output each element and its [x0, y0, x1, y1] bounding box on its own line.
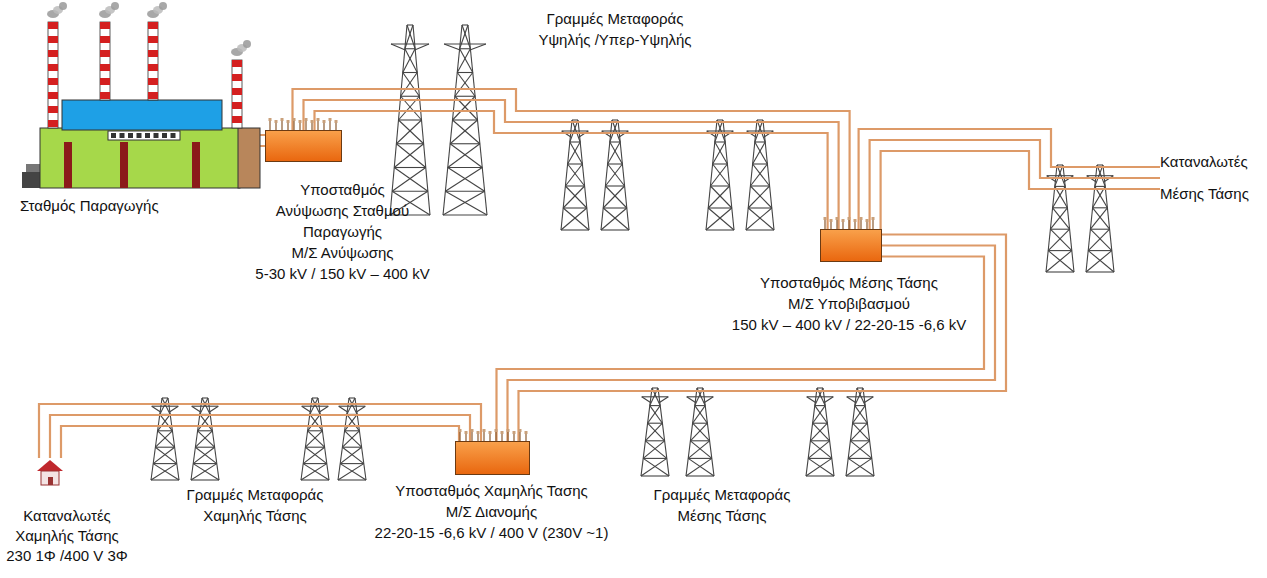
pylon	[846, 388, 874, 476]
window	[154, 133, 159, 138]
window	[128, 133, 133, 138]
pylon	[686, 388, 714, 476]
plant-base	[40, 128, 240, 188]
node-label: Καταναλωτές Μέσης Τάσης	[1160, 146, 1260, 210]
consumer-house: Καταναλωτές Χαμηλής Τάσης230 1Φ /400 V 3…	[36, 458, 64, 486]
chimney	[148, 22, 158, 100]
substation-label: Υποσταθμός Ανύψωσης Σταθμού Παραγωγής	[268, 179, 418, 242]
window	[120, 133, 125, 138]
node-label: 230 1Φ /400 V 3Φ	[6, 546, 128, 566]
pylon	[706, 120, 734, 230]
window	[171, 133, 176, 138]
annex	[238, 128, 260, 188]
insulators	[820, 213, 882, 229]
substation-label: Υποσταθμός Μέσης Τάσης	[732, 272, 966, 293]
caption: Υποσταθμός Ανύψωσης Σταθμού ΠαραγωγήςΜ/Σ…	[255, 179, 429, 284]
pylon	[561, 120, 589, 230]
pylon	[601, 120, 629, 230]
pylon	[806, 388, 834, 476]
insulators	[265, 114, 342, 130]
substation: Υποσταθμός Μέσης ΤάσηςΜ/Σ Υποβιβασμού150…	[820, 229, 882, 262]
power-plant-drawing	[20, 12, 260, 190]
substation-label: Μ/Σ Υποβιβασμού	[732, 293, 966, 314]
pylon	[151, 398, 179, 480]
substation-label: Μ/Σ Διανομής	[375, 501, 609, 522]
power-line	[39, 404, 481, 458]
smoke	[59, 2, 67, 10]
power-plant: Σταθμός Παραγωγής	[20, 12, 260, 190]
window	[145, 133, 150, 138]
chimney	[48, 22, 58, 128]
pylon	[301, 398, 329, 480]
caption: Υποσταθμός Μέσης ΤάσηςΜ/Σ Υποβιβασμού150…	[732, 272, 966, 335]
node-label: Σταθμός Παραγωγής	[20, 195, 159, 216]
pylon	[641, 388, 669, 476]
substation: Υποσταθμός Χαμηλής ΤασηςΜ/Σ Διανομής22-2…	[455, 441, 530, 475]
smoke	[111, 2, 119, 10]
substation-label: 5-30 kV / 150 kV – 400 kV	[255, 263, 429, 284]
wire	[508, 246, 996, 442]
wire	[39, 404, 481, 458]
wire	[859, 129, 1160, 229]
smoke	[159, 2, 167, 10]
consumer-group: Καταναλωτές Μέσης Τάσης	[1160, 146, 1260, 210]
line-label: Γραμμές Μεταφοράς Χαμηλής Τάσης	[175, 484, 335, 526]
substation-label: Μ/Σ Ανύψωσης	[255, 242, 429, 263]
line-label: Γραμμές Μεταφοράς Μέσης Τάσης	[642, 484, 802, 526]
power-line	[497, 235, 1007, 442]
substation-label: Υποσταθμός Χαμηλής Τασης	[375, 480, 609, 501]
insulators	[455, 425, 530, 441]
substation: Υποσταθμός Ανύψωσης Σταθμού ΠαραγωγήςΜ/Σ…	[265, 130, 342, 162]
caption: Σταθμός Παραγωγής	[20, 195, 159, 216]
chimney	[100, 22, 110, 100]
pylon	[191, 398, 219, 480]
smoke	[243, 40, 251, 48]
pylon	[390, 25, 430, 215]
caption: Καταναλωτές Χαμηλής Τάσης230 1Φ /400 V 3…	[6, 506, 128, 566]
substation-label: 22-20-15 -6,6 kV / 400 V (230V ~1)	[375, 522, 609, 543]
wire	[497, 257, 985, 442]
pylon	[443, 25, 487, 215]
window	[137, 133, 142, 138]
pillar	[192, 142, 200, 188]
window	[162, 133, 167, 138]
pylon	[1046, 165, 1074, 272]
plant-roof	[62, 100, 222, 130]
house-icon	[36, 458, 64, 486]
pillar	[120, 142, 128, 188]
wire	[519, 235, 1007, 442]
pylon	[746, 120, 774, 230]
wire	[870, 140, 1160, 229]
wire	[61, 426, 459, 458]
pylon	[338, 398, 366, 480]
window-strip	[108, 131, 180, 140]
pillar	[64, 142, 72, 188]
power-line	[859, 129, 1160, 229]
pylon	[1086, 165, 1114, 272]
window	[111, 133, 116, 138]
chimney	[232, 60, 242, 128]
substation-label: 150 kV – 400 kV / 22-20-15 -6,6 kV	[732, 314, 966, 335]
line-label: Γραμμές Μεταφοράς Υψηλής /Υπερ-Υψηλής	[535, 8, 695, 50]
wire	[50, 415, 470, 458]
caption: Υποσταθμός Χαμηλής ΤασηςΜ/Σ Διανομής22-2…	[375, 480, 609, 543]
wire	[881, 151, 1160, 229]
node-label: Καταναλωτές Χαμηλής Τάσης	[8, 506, 126, 546]
